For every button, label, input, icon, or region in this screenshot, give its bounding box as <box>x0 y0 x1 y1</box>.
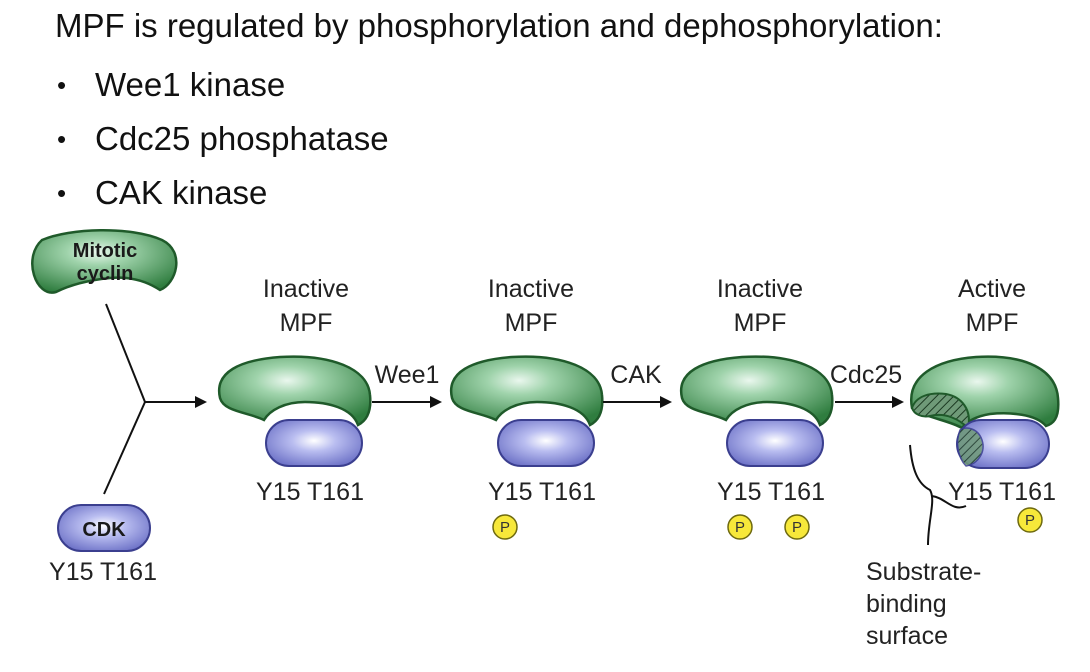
mitotic-cyclin: Mitotic cyclin <box>31 229 178 294</box>
phosphate-y15-stage-3: P <box>727 514 753 540</box>
bullet-wee1: Wee1 kinase <box>55 58 389 112</box>
mpf-stage-2: Inactive MPF Y15 T161 P <box>449 275 604 540</box>
cdk-sites: Y15 T161 <box>49 558 157 586</box>
enzyme-cdc25: Cdc25 <box>830 361 902 389</box>
merge-lines <box>103 303 207 495</box>
stage-4-name: MPF <box>966 309 1019 337</box>
phospho-label: P <box>1025 512 1035 529</box>
phosphate-y15-stage-2: P <box>492 514 518 540</box>
arrow-cdc25: Cdc25 <box>830 361 904 408</box>
regulator-list: Wee1 kinase Cdc25 phosphatase CAK kinase <box>55 58 389 220</box>
stage-2-name: MPF <box>505 309 558 337</box>
enzyme-cak: CAK <box>610 361 662 389</box>
stage-4-sites: Y15 T161 <box>948 478 1056 506</box>
stage-1-state: Inactive <box>263 275 349 303</box>
phosphate-t161-stage-4: P <box>1017 507 1043 533</box>
cyclin-label-line2: cyclin <box>77 263 134 285</box>
arrow-wee1: Wee1 <box>372 361 442 408</box>
stage-2-state: Inactive <box>488 275 574 303</box>
phosphate-t161-stage-3: P <box>784 514 810 540</box>
cdk-label: CDK <box>82 519 126 541</box>
mpf-stage-4: Active MPF Y15 T161 P <box>909 275 1060 533</box>
slide-heading: MPF is regulated by phosphorylation and … <box>55 7 943 44</box>
bullet-cdc25: Cdc25 phosphatase <box>55 112 389 166</box>
stage-3-state: Inactive <box>717 275 803 303</box>
stage-1-name: MPF <box>280 309 333 337</box>
bullet-cak: CAK kinase <box>55 166 389 220</box>
mpf-stage-1: Inactive MPF Y15 T161 <box>217 275 372 506</box>
substrate-label-line3: surface <box>866 622 948 650</box>
phospho-label: P <box>792 519 802 536</box>
free-cdk: CDK Y15 T161 <box>49 504 157 586</box>
cyclin-label-line1: Mitotic <box>73 240 137 262</box>
phospho-label: P <box>735 519 745 536</box>
substrate-label-line1: Substrate- <box>866 558 981 586</box>
substrate-label-line2: binding <box>866 590 947 618</box>
substrate-binding-callout: Substrate- binding surface <box>866 444 981 650</box>
mpf-stage-3: Inactive MPF Y15 T161 P P <box>679 275 834 540</box>
stage-1-sites: Y15 T161 <box>256 478 364 506</box>
enzyme-wee1: Wee1 <box>375 361 440 389</box>
stage-2-sites: Y15 T161 <box>488 478 596 506</box>
stage-4-state: Active <box>958 275 1026 303</box>
stage-3-sites: Y15 T161 <box>717 478 825 506</box>
stage-3-name: MPF <box>734 309 787 337</box>
arrow-cak: CAK <box>603 361 672 408</box>
phospho-label: P <box>500 519 510 536</box>
